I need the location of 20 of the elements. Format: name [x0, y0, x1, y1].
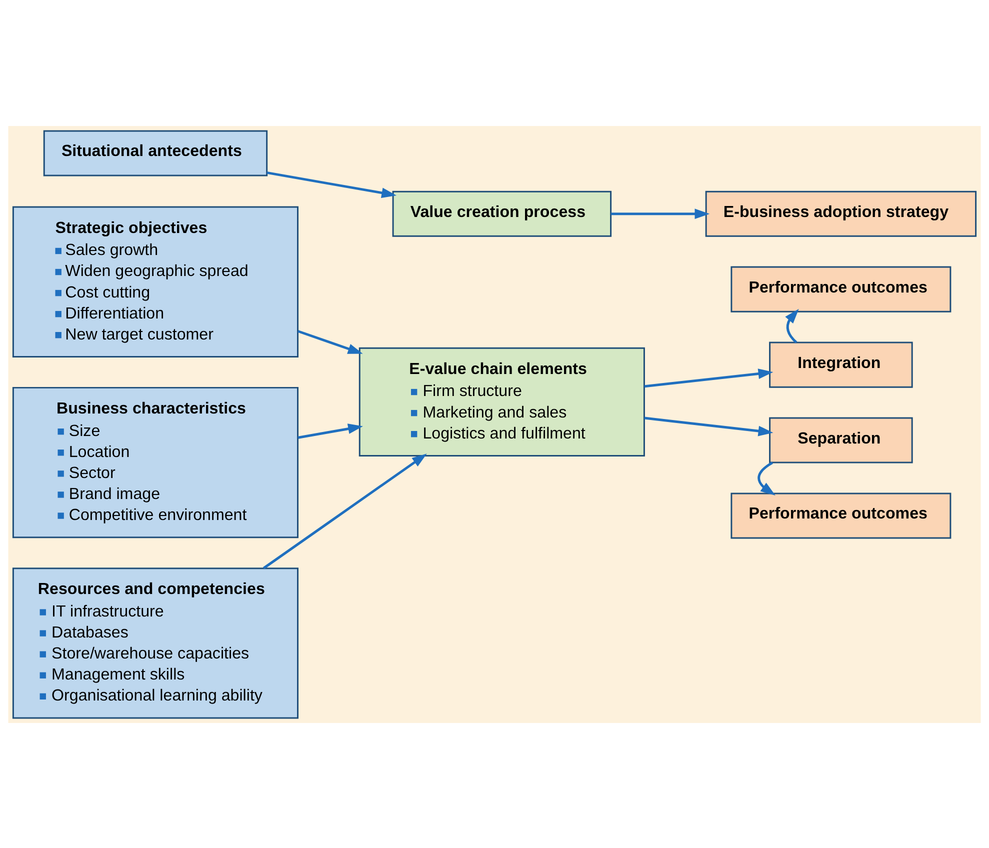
node-box: E-business adoption strategy [705, 190, 977, 236]
arrow [298, 330, 363, 354]
arrow [266, 170, 397, 198]
node-box: Business characteristics Size Location Sector Brand image Competitive environment [12, 386, 299, 538]
arrow [758, 461, 776, 495]
arrow [611, 208, 710, 219]
node-box: Integration [769, 341, 913, 388]
node-box: Separation [769, 416, 913, 463]
arrow [644, 416, 774, 436]
node-box: Value creation process [392, 190, 612, 236]
arrow [298, 423, 363, 438]
arrow [644, 368, 774, 388]
node-box: Strategic objectives Sales growth Widen geographic spread Cost cutting Differentiation New target customer [12, 206, 299, 357]
arrow [262, 453, 427, 569]
node-box: Performance outcomes [730, 266, 952, 312]
node-box: Resources and competencies IT infrastructure Databases Store/warehouse capacities Management skills Organisational learning ability [12, 567, 299, 718]
node-box: E-value chain elements Firm structure Marketing and sales Logistics and fulfilment [358, 346, 645, 456]
node-box: Performance outcomes [730, 492, 952, 538]
arrow [785, 308, 799, 343]
node-box: Situational antecedents [43, 130, 268, 176]
